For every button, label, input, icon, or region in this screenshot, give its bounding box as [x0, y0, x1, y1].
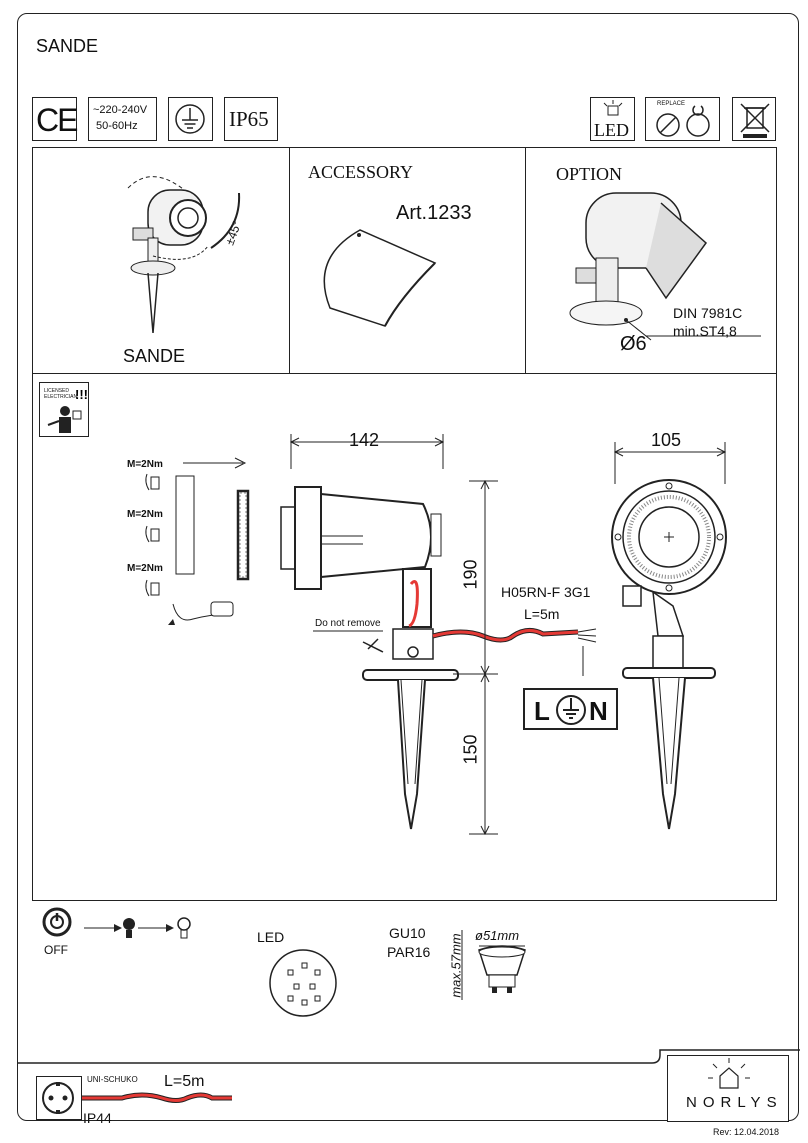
revision-date: Rev: 12.04.2018: [713, 1127, 780, 1137]
dimension-width-side: 142: [349, 430, 380, 450]
ip-rating: IP65: [229, 107, 269, 131]
hole-diameter: Ø6: [620, 333, 647, 355]
footer-ip-rating: IP44: [83, 1110, 112, 1126]
svg-text:!!!: !!!: [75, 387, 88, 402]
panel-accessory: ACCESSORY Art.1233: [289, 147, 526, 374]
led-module-icon: [269, 949, 337, 1017]
licensed-electrician-box: LICENSED ELECTRICIAN !!!: [39, 382, 89, 437]
plug-type-label: UNI-SCHUKO: [87, 1075, 138, 1084]
wiring-diagram: L N: [523, 688, 618, 730]
led-symbol-box: LED: [590, 97, 635, 141]
off-label: OFF: [44, 943, 68, 957]
ce-icon: CE: [36, 102, 78, 138]
product-name: SANDE: [123, 346, 186, 366]
replace-box: REPLACE: [645, 97, 720, 141]
led-bulb-icon: [603, 100, 623, 116]
screw-icon-2: [145, 525, 160, 543]
gu10-lamp-icon: [461, 930, 526, 1000]
torque-label-2: M=2Nm: [127, 509, 163, 520]
replace-label: REPLACE: [657, 101, 686, 107]
screw-icon-3: [145, 579, 160, 597]
accessory-title: ACCESSORY: [308, 162, 414, 182]
ce-mark: CE: [32, 97, 78, 141]
do-not-remove-label: Do not remove: [315, 618, 381, 629]
socket-type-label: GU10: [389, 925, 426, 941]
led-type-label: LED: [257, 929, 285, 945]
footer-cable-length: L=5m: [164, 1073, 205, 1090]
option-title: OPTION: [556, 164, 622, 184]
bulb-dark-icon: [123, 918, 135, 938]
page-title: SANDE: [36, 36, 99, 56]
replace-lamp-icon: [656, 105, 710, 137]
technical-drawing-lines: [145, 434, 727, 836]
dimension-width-front: 105: [651, 430, 682, 450]
cable-type: H05RN-F 3G1: [501, 584, 591, 600]
screw-standard: DIN 7981C: [673, 305, 743, 321]
lamp-type-label: PAR16: [387, 944, 431, 960]
panel-product: ±45° SANDE: [32, 147, 290, 374]
voltage-box: ~220-240V 50-60Hz: [88, 97, 157, 141]
voltage-range: ~220-240V: [93, 104, 148, 116]
weee-box: [732, 97, 776, 141]
accessory-hood-illustration: [323, 229, 437, 327]
screw-size: min.ST4,8: [673, 323, 737, 339]
cable-length: L=5m: [524, 606, 560, 622]
lamp-diameter-label: ø51mm: [475, 928, 520, 943]
bottom-section: OFF LED GU10 PAR16 ø51mm max.57mm: [32, 900, 777, 1040]
torque-label-1: M=2Nm: [127, 459, 163, 470]
frequency-range: 50-60Hz: [96, 120, 138, 132]
earth-wire-icon: [556, 695, 586, 725]
wire-live: L: [534, 696, 550, 726]
led-label: LED: [594, 120, 629, 140]
option-mount-illustration: [569, 192, 761, 341]
norlys-logo-icon: [708, 1058, 750, 1089]
schuko-plug-box: [36, 1076, 82, 1120]
screw-icon-1: [145, 473, 160, 491]
accessory-article-number: Art.1233: [396, 202, 472, 224]
bulb-light-icon: [177, 917, 191, 939]
schuko-socket-icon: [42, 1082, 74, 1114]
torque-label-3: M=2Nm: [127, 563, 163, 574]
protective-earth-icon: [175, 104, 205, 134]
brand-name: NORLYS: [686, 1094, 783, 1111]
bottom-icons: [42, 907, 526, 1017]
brand-logo-box: NORLYS: [667, 1055, 789, 1122]
power-off-icon: [42, 907, 72, 937]
electrician-icon: !!!: [47, 387, 88, 433]
ip-rating-box: IP65: [224, 97, 278, 141]
panel-option: OPTION DIN 7981C min.ST4,8 Ø6: [525, 147, 777, 374]
product-tilt-illustration: [127, 176, 241, 334]
panel-technical-drawing: LICENSED ELECTRICIAN !!! M=2Nm M=2Nm M=2…: [32, 373, 777, 901]
weee-bin-icon: [740, 103, 770, 138]
earth-class-box: [168, 97, 213, 141]
licensed-label: LICENSED: [44, 388, 70, 394]
page-frame: [17, 13, 799, 1121]
wire-neutral: N: [589, 696, 608, 726]
electrician-label: ELECTRICIAN: [44, 394, 78, 400]
